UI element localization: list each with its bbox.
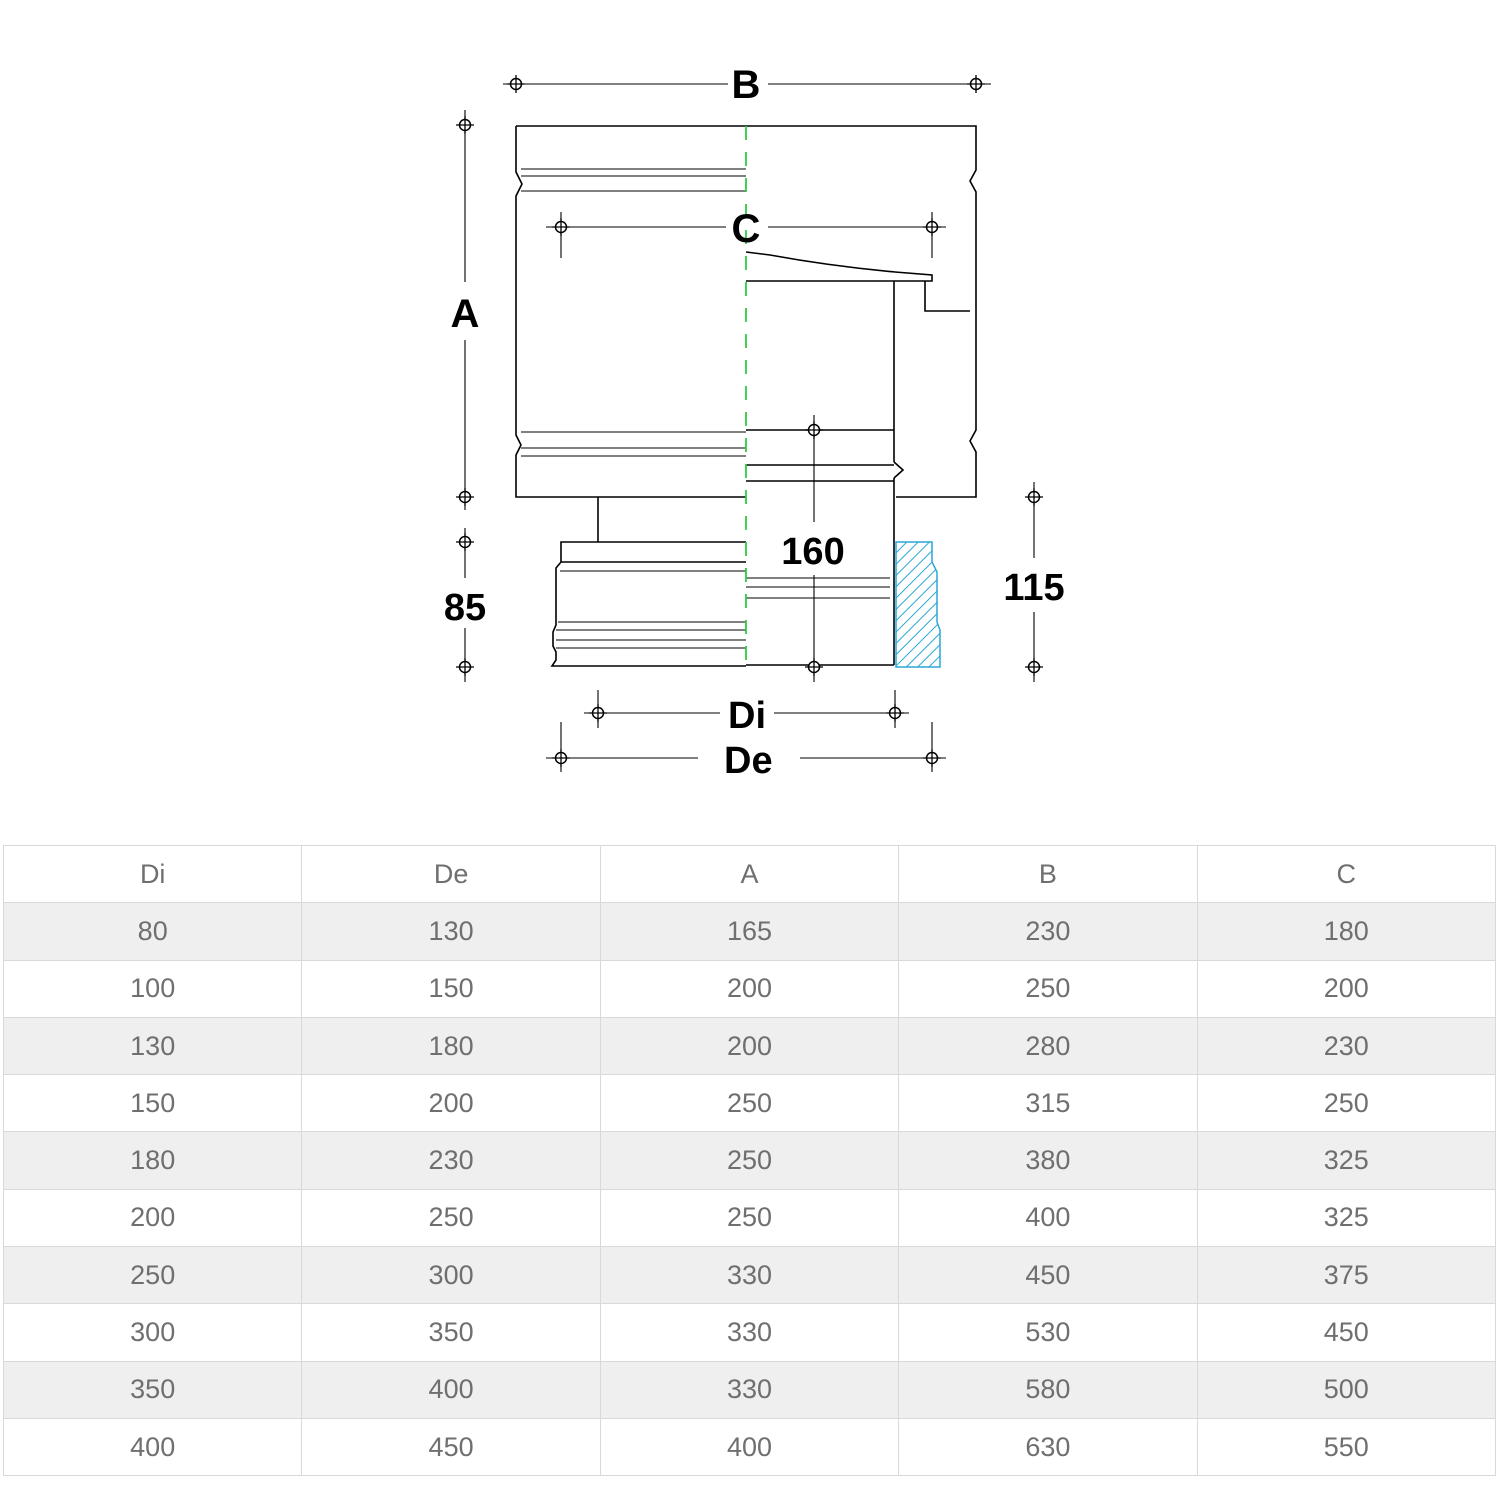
- cell-c: 375: [1196, 1246, 1497, 1305]
- cell-de: 230: [301, 1131, 601, 1190]
- cell-b: 315: [898, 1074, 1198, 1133]
- cell-di: 100: [2, 959, 303, 1018]
- cell-c: 325: [1196, 1188, 1497, 1248]
- label-c: C: [732, 207, 761, 251]
- cell-a: 330: [599, 1303, 900, 1362]
- cell-di: 80: [2, 902, 303, 961]
- cell-di: 180: [2, 1131, 303, 1190]
- dimension-b: [503, 74, 991, 94]
- cell-b: 530: [898, 1303, 1198, 1362]
- dimension-160: [804, 415, 824, 682]
- cell-b: 250: [898, 959, 1198, 1018]
- dimension-di: [584, 690, 909, 728]
- label-a: A: [451, 292, 480, 336]
- cell-c: 230: [1196, 1016, 1497, 1076]
- cell-di: 350: [2, 1360, 303, 1419]
- upper-body-outline: [515, 125, 977, 498]
- cell-b: 380: [898, 1131, 1198, 1190]
- cell-b: 230: [898, 902, 1198, 961]
- cell-b: 280: [898, 1016, 1198, 1076]
- dimension-85: [455, 528, 475, 682]
- cell-a: 250: [599, 1188, 900, 1248]
- column-header-b: B: [898, 844, 1198, 904]
- cell-de: 400: [301, 1360, 601, 1419]
- dimension-a: [455, 110, 475, 510]
- cell-a: 330: [599, 1360, 900, 1419]
- column-header-a: A: [599, 844, 900, 904]
- cell-c: 450: [1196, 1303, 1497, 1362]
- column-header-c: C: [1196, 844, 1497, 904]
- lower-socket: [550, 497, 746, 667]
- column-header-de: De: [301, 844, 601, 904]
- cell-di: 150: [2, 1074, 303, 1133]
- label-115: 115: [1003, 567, 1064, 609]
- cell-a: 400: [599, 1417, 900, 1477]
- table-header-row: Di De A B C: [2, 844, 1497, 904]
- column-header-di: Di: [2, 844, 303, 904]
- cell-a: 200: [599, 959, 900, 1018]
- cell-de: 450: [301, 1417, 601, 1477]
- technical-drawing: B A C 160 85 115: [444, 63, 1065, 782]
- label-de: De: [724, 740, 773, 782]
- cell-c: 550: [1196, 1417, 1497, 1477]
- cell-a: 250: [599, 1074, 900, 1133]
- cell-de: 200: [301, 1074, 601, 1133]
- cell-di: 300: [2, 1303, 303, 1362]
- cell-di: 400: [2, 1417, 303, 1477]
- label-b: B: [732, 63, 761, 107]
- insulation-hatch: [895, 541, 941, 668]
- cell-a: 250: [599, 1131, 900, 1190]
- dimension-c: [546, 212, 946, 258]
- label-di: Di: [728, 695, 766, 737]
- cell-de: 350: [301, 1303, 601, 1362]
- label-160: 160: [781, 531, 844, 573]
- cell-a: 330: [599, 1246, 900, 1305]
- cell-b: 580: [898, 1360, 1198, 1419]
- cell-di: 130: [2, 1016, 303, 1076]
- cell-a: 200: [599, 1016, 900, 1076]
- cell-c: 325: [1196, 1131, 1497, 1190]
- dimension-de: [546, 722, 946, 772]
- cell-c: 500: [1196, 1360, 1497, 1419]
- cell-c: 200: [1196, 959, 1497, 1018]
- cell-de: 250: [301, 1188, 601, 1248]
- label-85: 85: [444, 587, 486, 629]
- cell-de: 300: [301, 1246, 601, 1305]
- dimension-115: [1024, 482, 1044, 682]
- cell-b: 450: [898, 1246, 1198, 1305]
- cell-di: 250: [2, 1246, 303, 1305]
- cell-de: 130: [301, 902, 601, 961]
- cell-c: 250: [1196, 1074, 1497, 1133]
- cell-de: 180: [301, 1016, 601, 1076]
- cell-c: 180: [1196, 902, 1497, 961]
- cell-b: 630: [898, 1417, 1198, 1477]
- cell-de: 150: [301, 959, 601, 1018]
- cell-di: 200: [2, 1188, 303, 1248]
- cell-b: 400: [898, 1188, 1198, 1248]
- cell-a: 165: [599, 902, 900, 961]
